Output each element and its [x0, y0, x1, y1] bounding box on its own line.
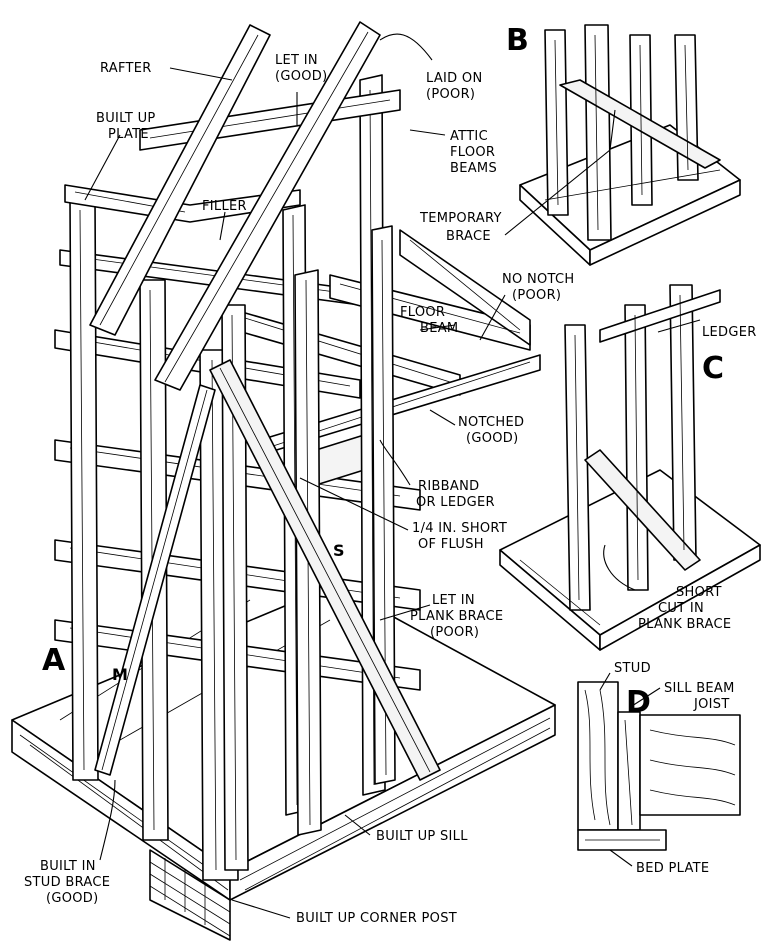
label-let-in-plank-1: LET IN: [432, 593, 475, 608]
label-sill-beam: SILL BEAM: [664, 681, 735, 696]
label-attic-2: FLOOR: [450, 145, 495, 160]
foundation-masonry: [149, 849, 231, 941]
label-ribband-2: OR LEDGER: [416, 495, 495, 510]
label-notched-2: (GOOD): [466, 431, 519, 446]
label-short-cut-2: CUT IN: [658, 601, 704, 616]
label-short-cut-3: PLANK BRACE: [638, 617, 731, 632]
label-joist: JOIST: [693, 697, 730, 712]
label-corner-post: BUILT UP CORNER POST: [296, 911, 457, 926]
label-stud: STUD: [614, 661, 651, 676]
label-short-cut-1: SHORT: [676, 585, 722, 600]
label-no-notch-1: NO NOTCH: [502, 272, 574, 287]
label-built-in-1: BUILT IN: [40, 859, 96, 874]
label-no-notch-2: (POOR): [512, 288, 561, 303]
label-bed-plate: BED PLATE: [636, 861, 709, 876]
label-filler: FILLER: [202, 199, 247, 214]
panel-letter-a: A: [42, 643, 66, 678]
label-let-in-plank-3: (POOR): [430, 625, 479, 640]
label-let-in-plank-2: PLANK BRACE: [410, 609, 503, 624]
label-temporary-2: BRACE: [446, 229, 491, 244]
label-built-in-2: STUD BRACE: [24, 875, 110, 890]
label-short-flush-1: 1/4 IN. SHORT: [412, 521, 507, 536]
label-rafter: RAFTER: [100, 61, 152, 76]
label-let-in-good-2: (GOOD): [275, 69, 328, 84]
label-attic-3: BEAMS: [450, 161, 497, 176]
label-ledger: LEDGER: [702, 325, 757, 340]
leader-lines: [84, 33, 701, 919]
label-let-in-good-1: LET IN: [275, 53, 318, 68]
panel-c-frame: [499, 284, 761, 651]
rafters: [89, 21, 381, 391]
label-temporary-1: TEMPORARY: [419, 211, 502, 226]
label-notched-1: NOTCHED: [458, 415, 524, 430]
panel-d-section: [577, 681, 741, 851]
label-built-in-3: (GOOD): [46, 891, 99, 906]
label-built-up-plate-1: BUILT UP: [96, 111, 156, 126]
label-floor-beam-1: FLOOR: [400, 305, 445, 320]
braces: [94, 359, 441, 781]
label-built-up-plate-2: PLATE: [108, 127, 149, 142]
panel-letter-b: B: [506, 23, 529, 58]
label-attic-1: ATTIC: [450, 129, 488, 144]
label-short-flush-2: OF FLUSH: [418, 537, 484, 552]
panel-a-frame: [11, 21, 556, 941]
panel-letter-c: C: [702, 351, 724, 386]
label-floor-beam-2: BEAM: [420, 321, 458, 336]
panel-b-frame: [519, 24, 741, 266]
label-built-up-sill: BUILT UP SILL: [376, 829, 468, 844]
panel-letter-d: D: [626, 685, 651, 720]
label-laid-on-1: LAID ON: [426, 71, 482, 86]
label-laid-on-2: (POOR): [426, 87, 475, 102]
marker-m: M: [112, 665, 128, 684]
marker-s: S: [333, 541, 345, 560]
labels: A B C D M S RAFTER BUILT UP PLATE LET IN…: [24, 23, 757, 926]
label-ribband-1: RIBBAND: [418, 479, 479, 494]
